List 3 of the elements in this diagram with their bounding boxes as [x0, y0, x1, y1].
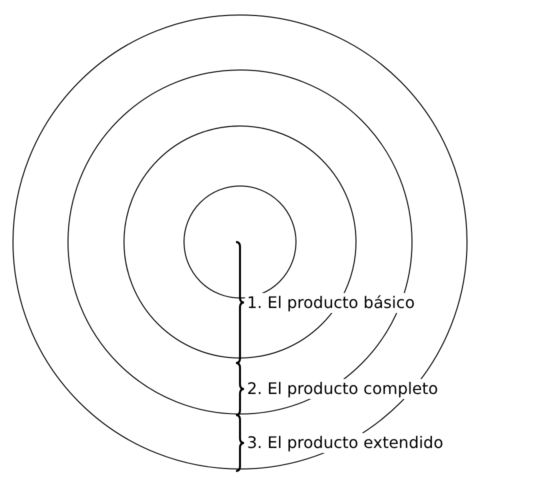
ring-label: 1. El producto básico	[245, 292, 417, 312]
ring-label: 2. El producto completo	[245, 379, 440, 399]
ring-label: 3. El producto extendido	[245, 433, 446, 453]
